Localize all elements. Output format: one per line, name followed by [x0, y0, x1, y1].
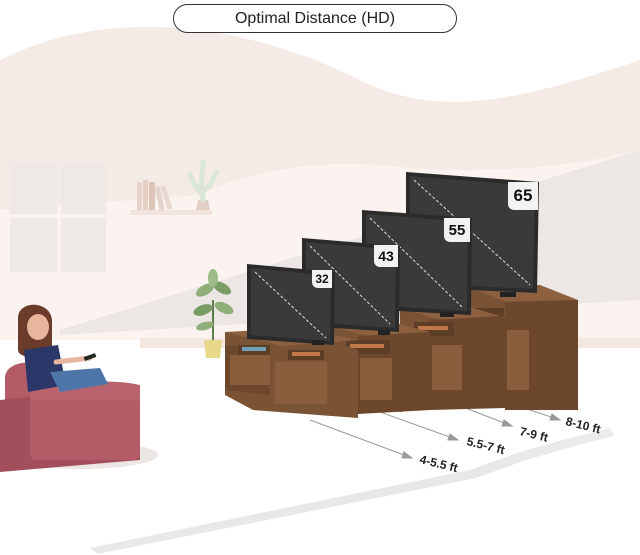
tv-size-badge-55: 55: [444, 218, 470, 242]
floor-stripes: [90, 428, 614, 554]
wall-shelf: [130, 159, 219, 215]
tv-size-badge-65: 65: [508, 182, 538, 210]
wall-top: [0, 0, 640, 102]
page-title: Optimal Distance (HD): [173, 4, 457, 33]
floor-plant: [193, 269, 234, 358]
viewer-person: [18, 304, 108, 392]
wall-swoosh: [0, 26, 640, 210]
tv-set-32: [225, 264, 358, 418]
window: [10, 162, 106, 272]
distance-guides: [309, 403, 562, 459]
tv-size-badge-32: 32: [312, 270, 332, 288]
viewer-armchair: [0, 362, 158, 472]
tv-size-badge-43: 43: [374, 245, 398, 267]
